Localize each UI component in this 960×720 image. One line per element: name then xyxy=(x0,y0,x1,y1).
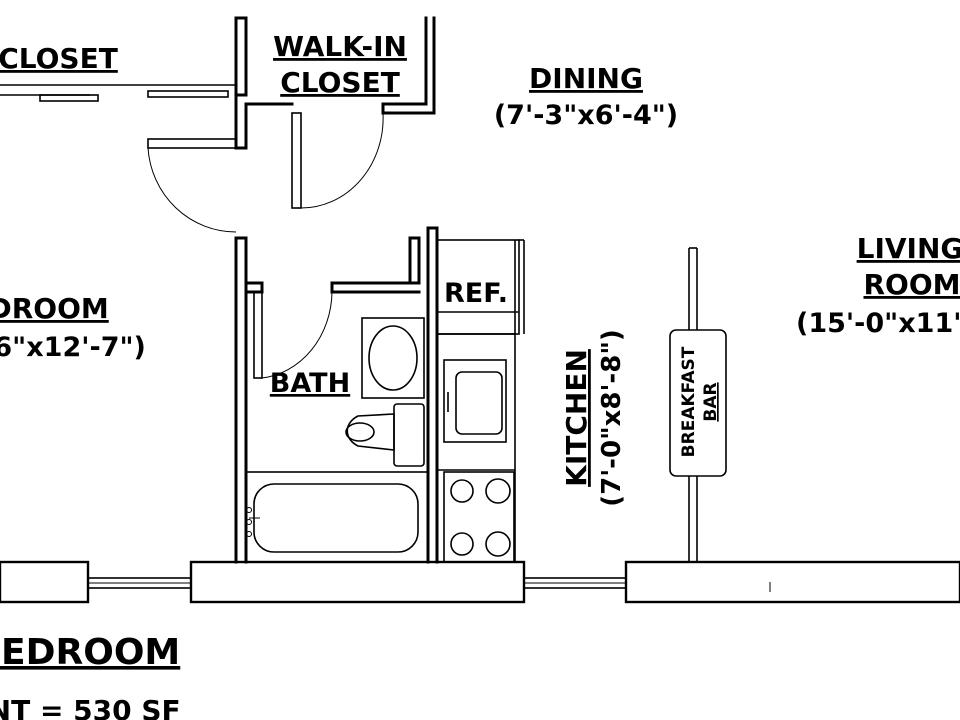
living-dims: (15'-0"x11' xyxy=(796,308,960,339)
kitchen-dims: (7'-0"x8'-8") xyxy=(597,329,627,507)
bath-sink xyxy=(361,317,425,399)
bedroom-label: BEDROOM xyxy=(0,292,109,325)
bath-tub xyxy=(245,471,429,563)
kitchen-sink xyxy=(443,359,507,443)
breakfast-bar-label-line2: BAR xyxy=(701,382,721,421)
stove xyxy=(443,471,515,563)
bath-toilet xyxy=(345,403,425,467)
breakfast-bar xyxy=(669,247,727,562)
living-label-line2: ROOM xyxy=(863,268,960,301)
walk-in-label-line2: CLOSET xyxy=(280,66,400,99)
refrigerator xyxy=(436,239,525,335)
exterior-wall xyxy=(0,560,960,604)
bath-door xyxy=(253,291,333,379)
walk-in-label-line1: WALK-IN xyxy=(273,30,407,63)
windows xyxy=(87,577,771,592)
bedroom-door xyxy=(147,138,237,233)
ref-label: REF. xyxy=(444,278,508,309)
plan-area: APARTMENT = 530 SF xyxy=(0,694,181,720)
walk-in-closet-walls xyxy=(234,16,436,150)
dining-dims: (7'-3"x6'-4") xyxy=(494,100,678,131)
plan-title: 1 BEDROOM xyxy=(0,632,180,673)
bedroom-dims: (10'-6"x12'-7") xyxy=(0,332,146,363)
kitchen-label: KITCHEN xyxy=(560,349,593,487)
dining-label: DINING xyxy=(529,62,643,95)
breakfast-bar-label-line1: BREAKFAST xyxy=(679,346,699,457)
bath-label: BATH xyxy=(270,368,350,399)
living-label-line1: LIVING xyxy=(857,232,960,265)
walk-in-closet-door xyxy=(291,112,384,209)
kitchen-counter xyxy=(436,333,516,563)
closet-sliding-doors xyxy=(0,84,235,102)
closet-label: CLOSET xyxy=(0,42,118,75)
